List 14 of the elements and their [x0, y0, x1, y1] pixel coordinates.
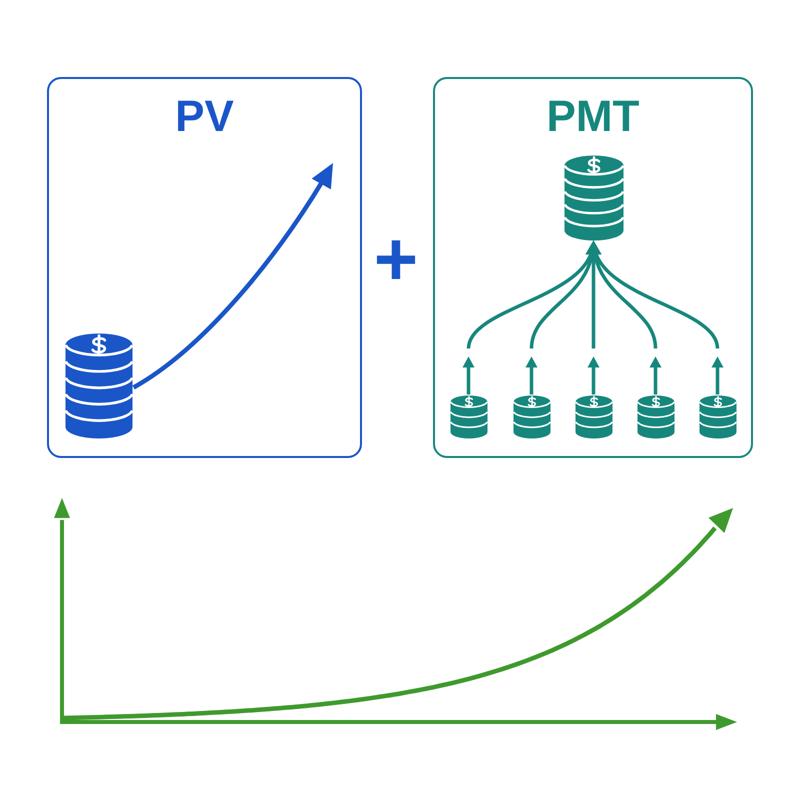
coin-stack-icon: [450, 394, 488, 438]
arrow: [132, 162, 335, 390]
panel-title: PV: [175, 95, 234, 139]
panel-title: PMT: [546, 95, 640, 139]
panel: [47, 77, 362, 458]
coin-stack-icon: [564, 154, 624, 240]
coin-stack-icon: [512, 394, 550, 438]
coin-stack-icon: [574, 394, 612, 438]
panel: [433, 77, 753, 458]
coin-stack-icon: [636, 394, 674, 438]
plus-sign: +: [374, 222, 418, 298]
coin-stack-icon: [698, 394, 736, 438]
coin-stack-icon: [64, 332, 132, 438]
arrow: [586, 240, 724, 394]
